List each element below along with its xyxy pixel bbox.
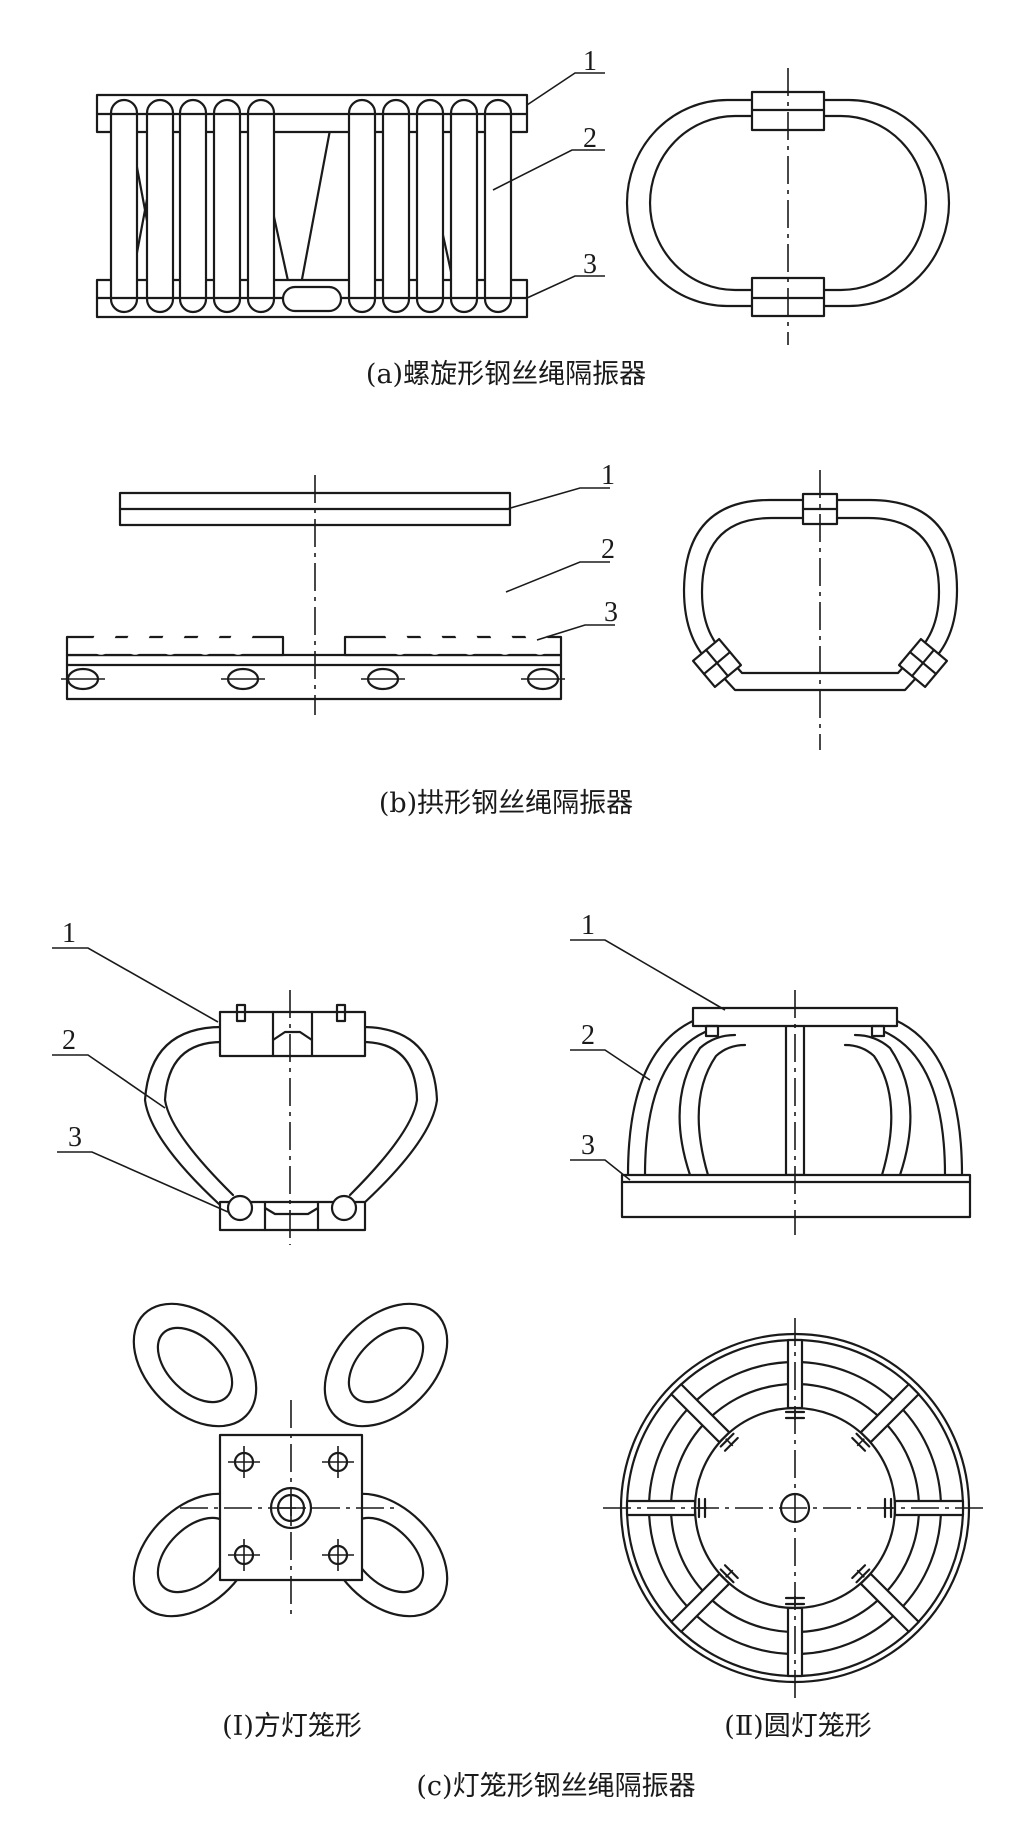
caption-c1: (Ⅰ)方灯笼形 bbox=[222, 1711, 362, 1742]
spoke bbox=[851, 1383, 920, 1452]
coil-loop bbox=[381, 98, 411, 314]
right-clamp bbox=[897, 637, 949, 689]
bolt-hole bbox=[322, 1446, 354, 1478]
bolt-hole bbox=[228, 1539, 260, 1571]
top-clamp-block bbox=[218, 1010, 367, 1058]
caption-c2: (Ⅱ)圆灯笼形 bbox=[724, 1711, 871, 1742]
leader-label-1: 1 bbox=[601, 460, 615, 491]
round-lantern-front-view: 1 2 3 bbox=[570, 910, 972, 1235]
bolt-hole bbox=[322, 1539, 354, 1571]
leader-label-1: 1 bbox=[583, 46, 597, 77]
coil-loop bbox=[483, 98, 513, 314]
wire-rope-coils bbox=[109, 98, 513, 314]
leader-label-2: 2 bbox=[601, 534, 615, 565]
coil-loop bbox=[415, 98, 445, 314]
caption-b: (b)拱形钢丝绳隔振器 bbox=[379, 788, 633, 819]
caption-a: (a)螺旋形钢丝绳隔振器 bbox=[366, 359, 646, 390]
coil-loop bbox=[347, 98, 377, 314]
mounting-hole bbox=[221, 667, 265, 691]
bolt-hole bbox=[228, 1446, 260, 1478]
mounting-hole bbox=[521, 667, 565, 691]
base-bar bbox=[65, 653, 563, 701]
mounting-hole bbox=[61, 667, 105, 691]
spoke bbox=[670, 1564, 739, 1633]
arch-isolator-front-view: 1 2 3 bbox=[61, 460, 618, 715]
radial-spokes bbox=[625, 1338, 965, 1678]
round-lantern-top-view bbox=[603, 1318, 987, 1698]
coil-loop bbox=[178, 98, 208, 314]
spoke bbox=[670, 1383, 739, 1452]
coil-loop bbox=[145, 98, 175, 314]
leader-label-3: 3 bbox=[604, 597, 618, 628]
square-lantern-top-view bbox=[132, 1302, 449, 1618]
leader-label-3: 3 bbox=[68, 1122, 82, 1153]
coil-loop bbox=[246, 98, 276, 314]
mounting-hole bbox=[361, 667, 405, 691]
leader-label-2: 2 bbox=[583, 123, 597, 154]
coil-loop bbox=[109, 98, 139, 314]
coil-loop bbox=[449, 98, 479, 314]
leader-label-1: 1 bbox=[581, 910, 595, 941]
coil-loop bbox=[212, 98, 242, 314]
helical-isolator-side-view bbox=[625, 68, 951, 345]
leader-label-2: 2 bbox=[62, 1025, 76, 1056]
bottom-oval-slot bbox=[281, 285, 343, 313]
mounting-holes bbox=[61, 667, 565, 691]
leader-label-3: 3 bbox=[581, 1130, 595, 1161]
arch-isolator-side-view bbox=[682, 470, 959, 750]
square-lantern-front-view: 1 2 3 bbox=[52, 918, 439, 1245]
leader-label-3: 3 bbox=[583, 249, 597, 280]
left-clamp bbox=[691, 637, 743, 689]
helical-isolator-front-view: 1 2 3 bbox=[95, 46, 605, 319]
spoke bbox=[851, 1564, 920, 1633]
leader-label-1: 1 bbox=[62, 918, 76, 949]
caption-c: (c)灯笼形钢丝绳隔振器 bbox=[416, 1771, 695, 1802]
leader-label-2: 2 bbox=[581, 1020, 595, 1051]
